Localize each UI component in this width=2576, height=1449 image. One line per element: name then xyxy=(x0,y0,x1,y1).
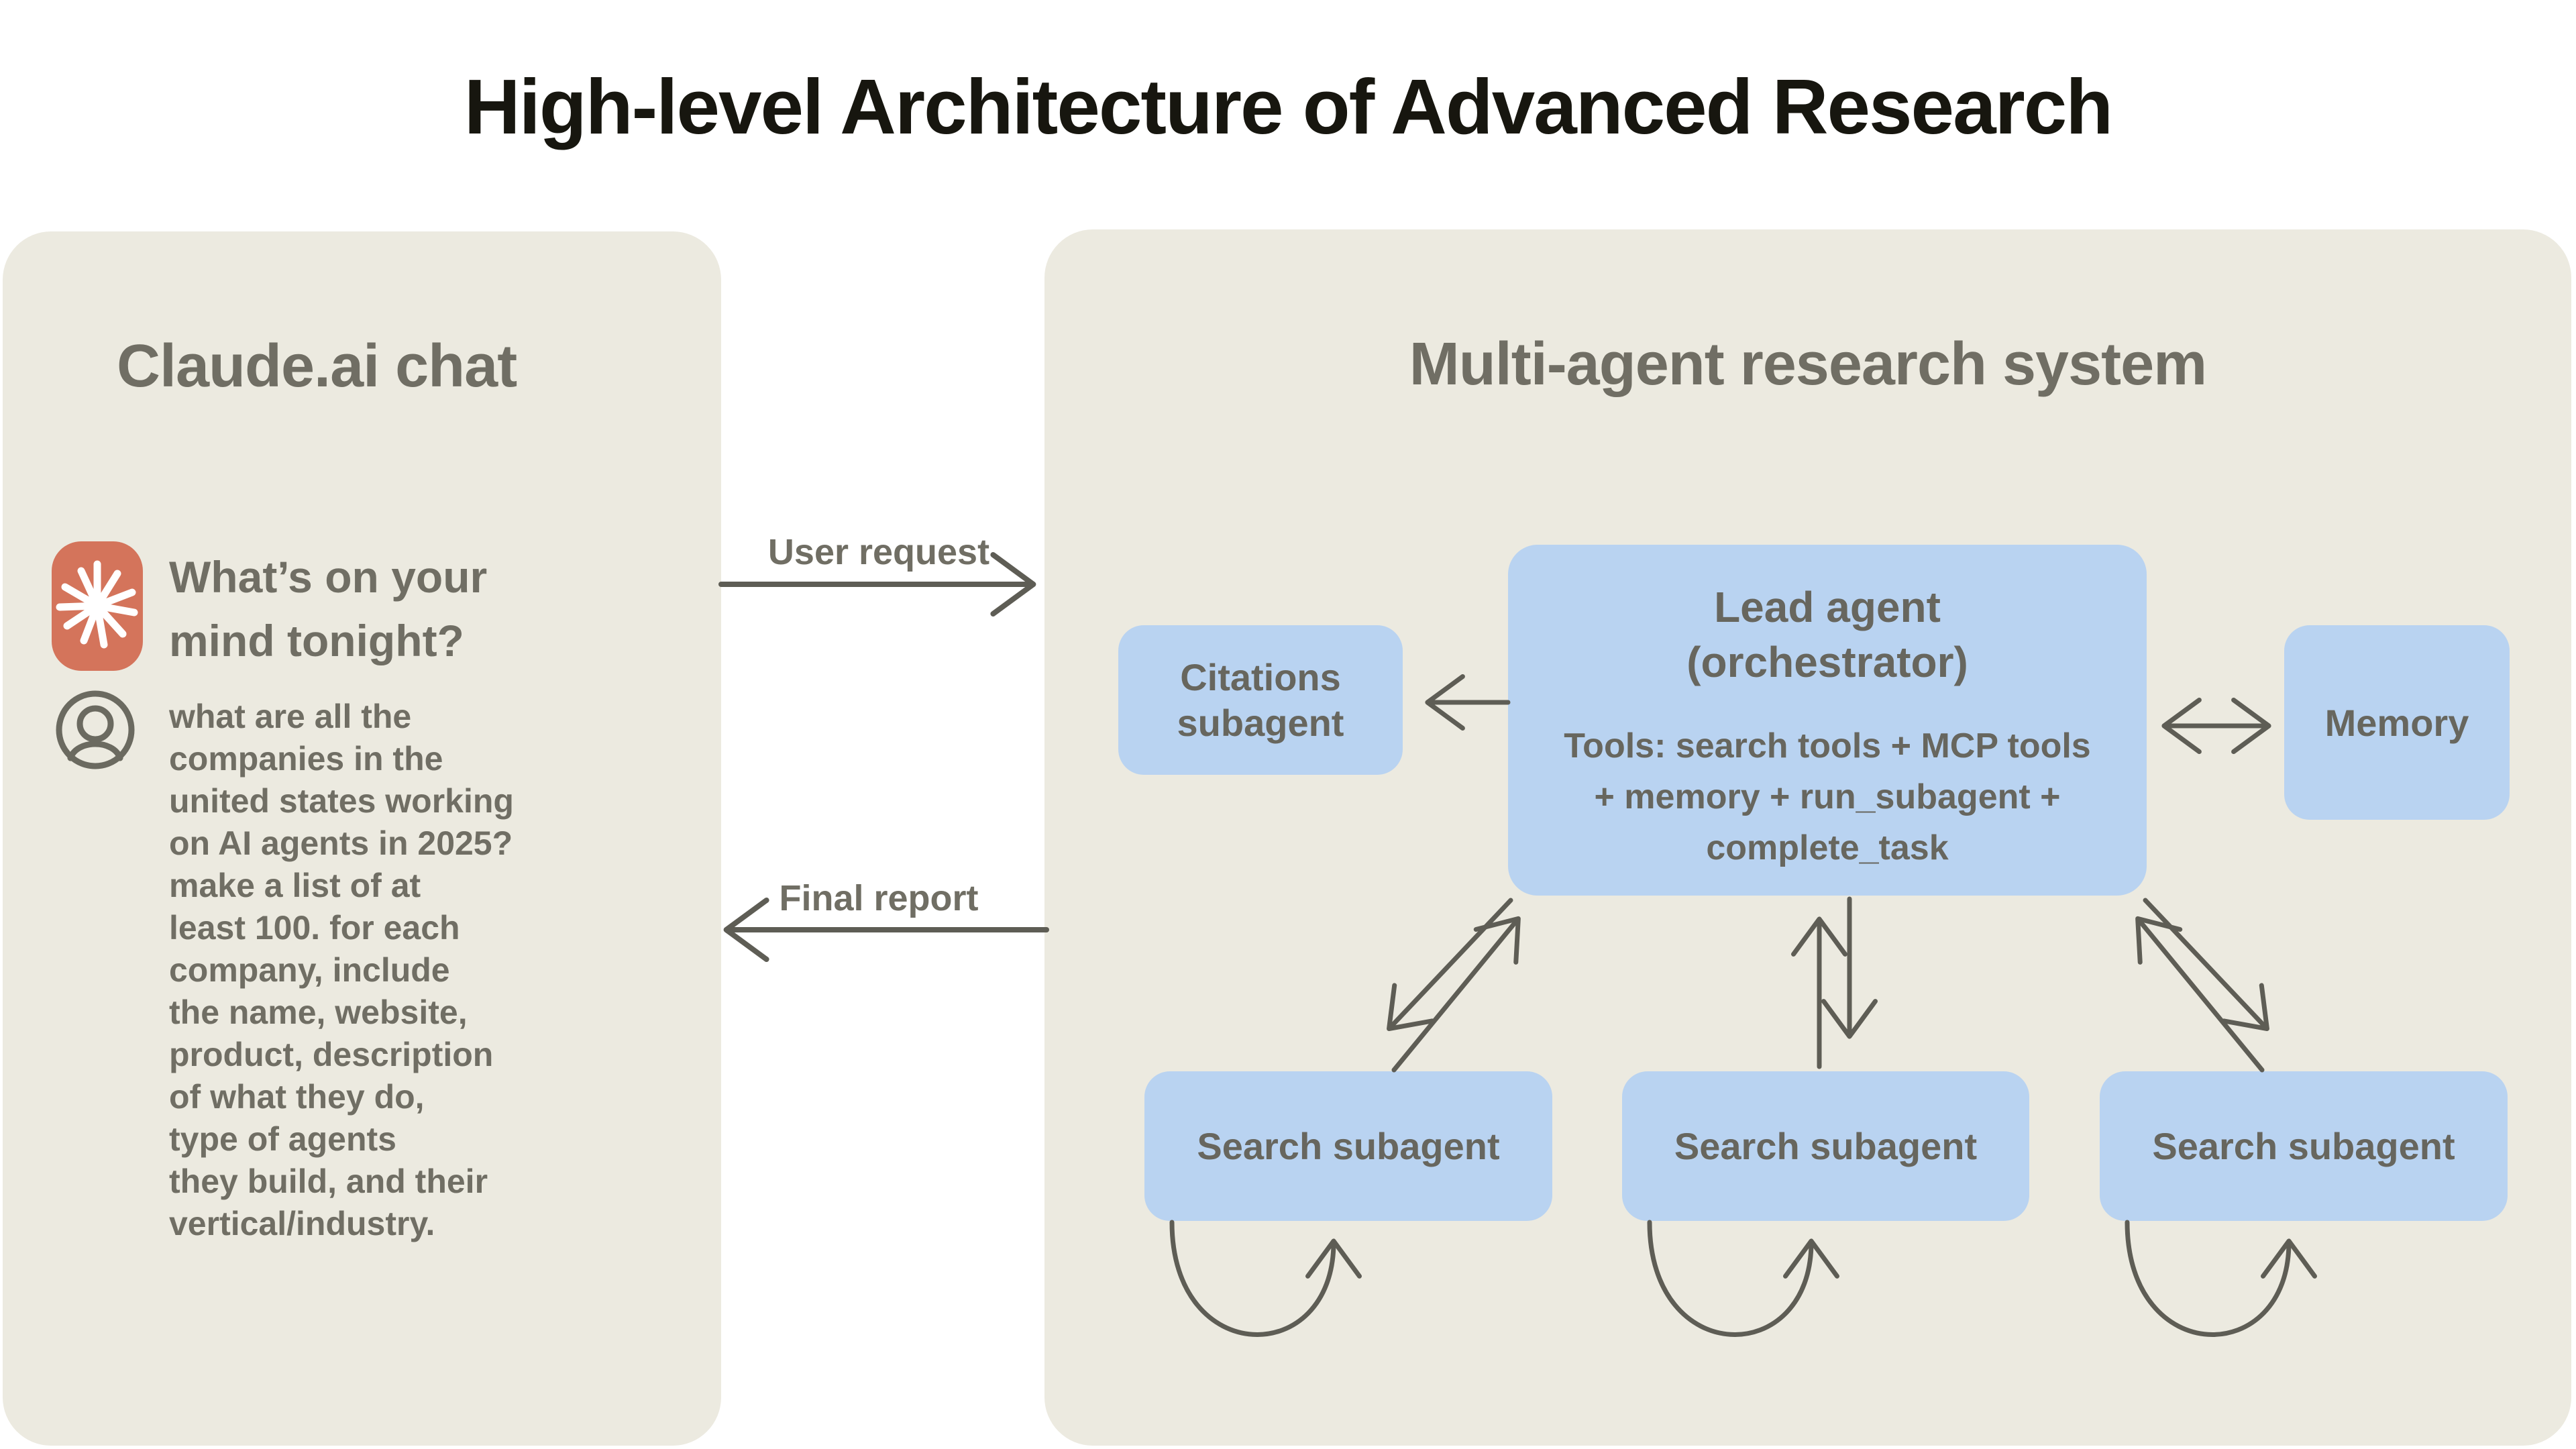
memory-label: Memory xyxy=(2324,701,2469,744)
claude-chat-panel-title: Claude.ai chat xyxy=(117,333,517,400)
page-title: High-level Architecture of Advanced Rese… xyxy=(464,63,2113,150)
lead-agent-title: Lead agent(orchestrator) xyxy=(1686,583,1968,686)
lead-agent-tools: Tools: search tools + MCP tools+ memory … xyxy=(1564,727,2091,867)
search-subagent-box-1: Search subagent xyxy=(1144,1071,1552,1221)
lead-agent-box: Lead agent(orchestrator) Tools: search t… xyxy=(1508,545,2147,896)
user-avatar-icon xyxy=(56,690,135,769)
search-subagent-label: Search subagent xyxy=(1674,1125,1978,1167)
final-report-label: Final report xyxy=(779,878,979,918)
memory-box: Memory xyxy=(2284,625,2510,820)
search-subagent-box-2: Search subagent xyxy=(1622,1071,2029,1221)
multi-agent-panel-title: Multi-agent research system xyxy=(1409,331,2207,398)
search-subagent-label: Search subagent xyxy=(1197,1125,1500,1167)
search-subagent-box-3: Search subagent xyxy=(2100,1071,2508,1221)
claude-logo-icon xyxy=(52,541,143,671)
search-subagent-label: Search subagent xyxy=(2152,1125,2455,1167)
multi-agent-system-panel: Multi-agent research system Lead agent(o… xyxy=(1044,229,2571,1446)
user-request-label: User request xyxy=(767,532,990,572)
claude-starburst xyxy=(56,560,138,649)
